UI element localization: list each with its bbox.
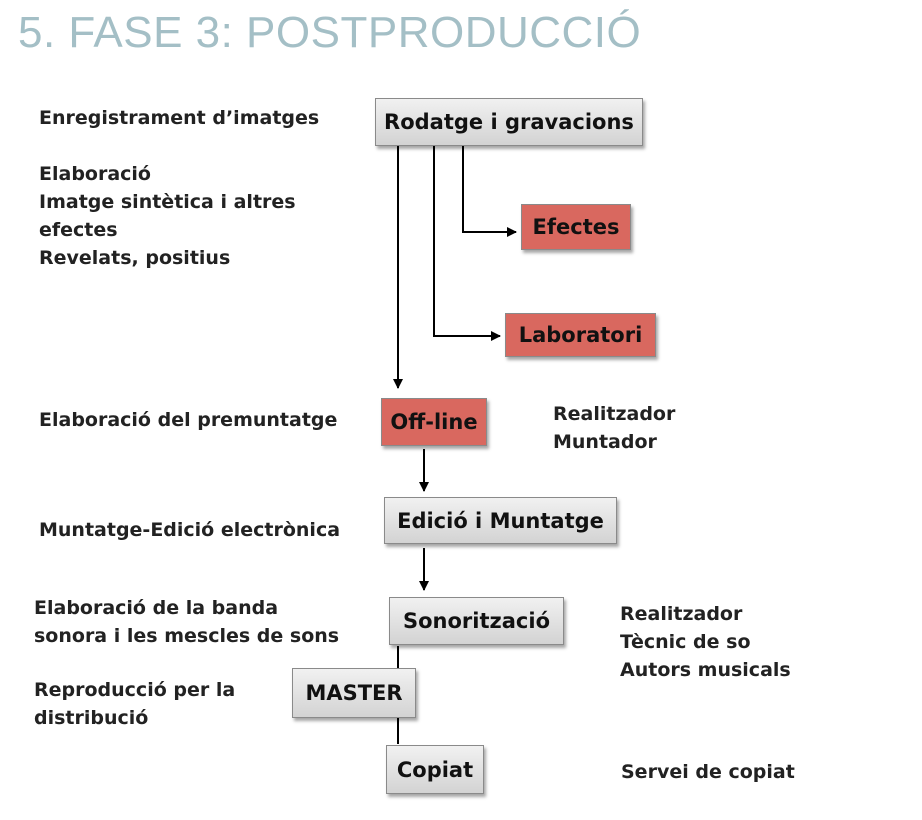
arrow-rodatge-efectes bbox=[462, 146, 517, 237]
label-offline-roles: Realitzador Muntador bbox=[553, 400, 675, 456]
node-copiat-label: Copiat bbox=[396, 757, 474, 782]
label-reproduccio-group: Reproducció per la distribució bbox=[34, 676, 235, 732]
label-banda-line: sonora i les mescles de sons bbox=[34, 625, 340, 647]
label-reproduccio-line: distribució bbox=[34, 707, 149, 729]
role-item: Tècnic de so bbox=[620, 631, 751, 653]
slide-title: 5. FASE 3: POSTPRODUCCIÓ bbox=[18, 8, 642, 57]
node-master-label: MASTER bbox=[305, 681, 403, 705]
node-offline: Off-line bbox=[381, 398, 487, 446]
label-elaboracio-group: Elaboració Imatge sintètica i altres efe… bbox=[39, 160, 296, 272]
label-sonoritzacio-roles: Realitzador Tècnic de so Autors musicals bbox=[620, 600, 791, 684]
role-item: Realitzador bbox=[553, 403, 676, 425]
arrow-rodatge-laboratori bbox=[433, 146, 501, 341]
node-edicio: Edició i Muntatge bbox=[384, 497, 617, 544]
node-rodatge: Rodatge i gravacions bbox=[375, 98, 643, 146]
label-elaboracio-line: Revelats, positius bbox=[39, 247, 231, 269]
node-rodatge-label: Rodatge i gravacions bbox=[384, 110, 634, 134]
label-banda-line: Elaboració de la banda bbox=[34, 597, 279, 619]
node-master: MASTER bbox=[292, 668, 416, 718]
label-muntatge: Muntatge-Edició electrònica bbox=[39, 519, 341, 541]
role-item: Muntador bbox=[553, 431, 657, 453]
node-laboratori: Laboratori bbox=[505, 313, 656, 357]
node-efectes: Efectes bbox=[521, 204, 631, 250]
label-copiat-roles: Servei de copiat bbox=[621, 758, 795, 786]
node-laboratori-label: Laboratori bbox=[518, 323, 643, 347]
node-sonoritzacio-label: Sonorització bbox=[403, 609, 550, 633]
label-elaboracio-line: Imatge sintètica i altres bbox=[39, 191, 296, 213]
node-copiat: Copiat bbox=[386, 745, 484, 794]
label-premuntatge: Elaboració del premuntatge bbox=[39, 409, 338, 431]
node-offline-label: Off-line bbox=[390, 410, 478, 434]
node-sonoritzacio: Sonorització bbox=[389, 597, 564, 645]
node-efectes-label: Efectes bbox=[532, 215, 620, 239]
label-enregistrament: Enregistrament d’imatges bbox=[39, 107, 320, 129]
label-elaboracio-line: Elaboració bbox=[39, 163, 151, 185]
role-item: Servei de copiat bbox=[621, 761, 795, 783]
role-item: Realitzador bbox=[620, 603, 743, 625]
role-item: Autors musicals bbox=[620, 659, 791, 681]
label-elaboracio-line: efectes bbox=[39, 219, 118, 241]
node-edicio-label: Edició i Muntatge bbox=[397, 508, 604, 533]
label-reproduccio-line: Reproducció per la bbox=[34, 679, 236, 701]
label-banda-group: Elaboració de la banda sonora i les mesc… bbox=[34, 594, 339, 650]
